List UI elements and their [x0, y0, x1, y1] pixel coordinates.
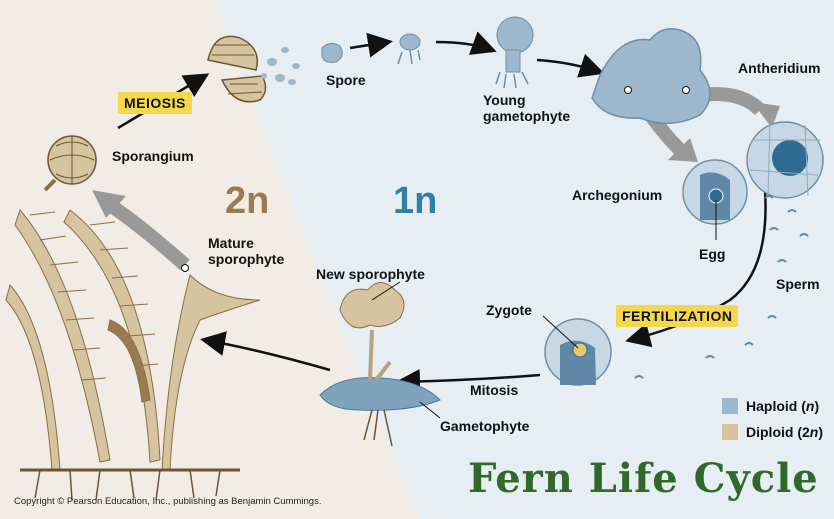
meiosis-label: MEIOSIS [118, 92, 192, 114]
legend-haploid-swatch [722, 398, 738, 414]
zygote-label: Zygote [486, 302, 532, 318]
legend-diploid-label: Diploid (2n) [746, 424, 823, 440]
legend-haploid-label: Haploid (n) [746, 398, 819, 414]
young-gametophyte-label-line2: gametophyte [483, 108, 570, 124]
antheridium-label: Antheridium [738, 60, 820, 76]
archegonium-label: Archegonium [572, 187, 662, 203]
young-gametophyte-label-line1: Young [483, 92, 526, 108]
mature-sporophyte-label-line2: sporophyte [208, 251, 284, 267]
new-sporophyte-label: New sporophyte [316, 266, 425, 282]
sporangium-label: Sporangium [112, 148, 194, 164]
antheridium-marker [683, 87, 690, 94]
fertilization-label: FERTILIZATION [616, 305, 738, 327]
copyright-notice: Copyright © Pearson Education, Inc., pub… [14, 496, 321, 507]
antheridium-magnified [747, 122, 823, 198]
haploid-phase-label: 1n [393, 180, 437, 223]
egg-label: Egg [699, 246, 725, 262]
mature-sporophyte-label-line1: Mature [208, 235, 254, 251]
spore-label: Spore [326, 72, 366, 88]
sperm-label: Sperm [776, 276, 820, 292]
spore-shape [322, 43, 342, 62]
gametophyte-label: Gametophyte [440, 418, 529, 434]
diploid-phase-label: 2n [225, 180, 269, 223]
archegonium-marker [625, 87, 632, 94]
diagram-title: Fern Life Cycle [468, 455, 819, 502]
mitosis-label: Mitosis [470, 382, 518, 398]
legend-diploid-swatch [722, 424, 738, 440]
